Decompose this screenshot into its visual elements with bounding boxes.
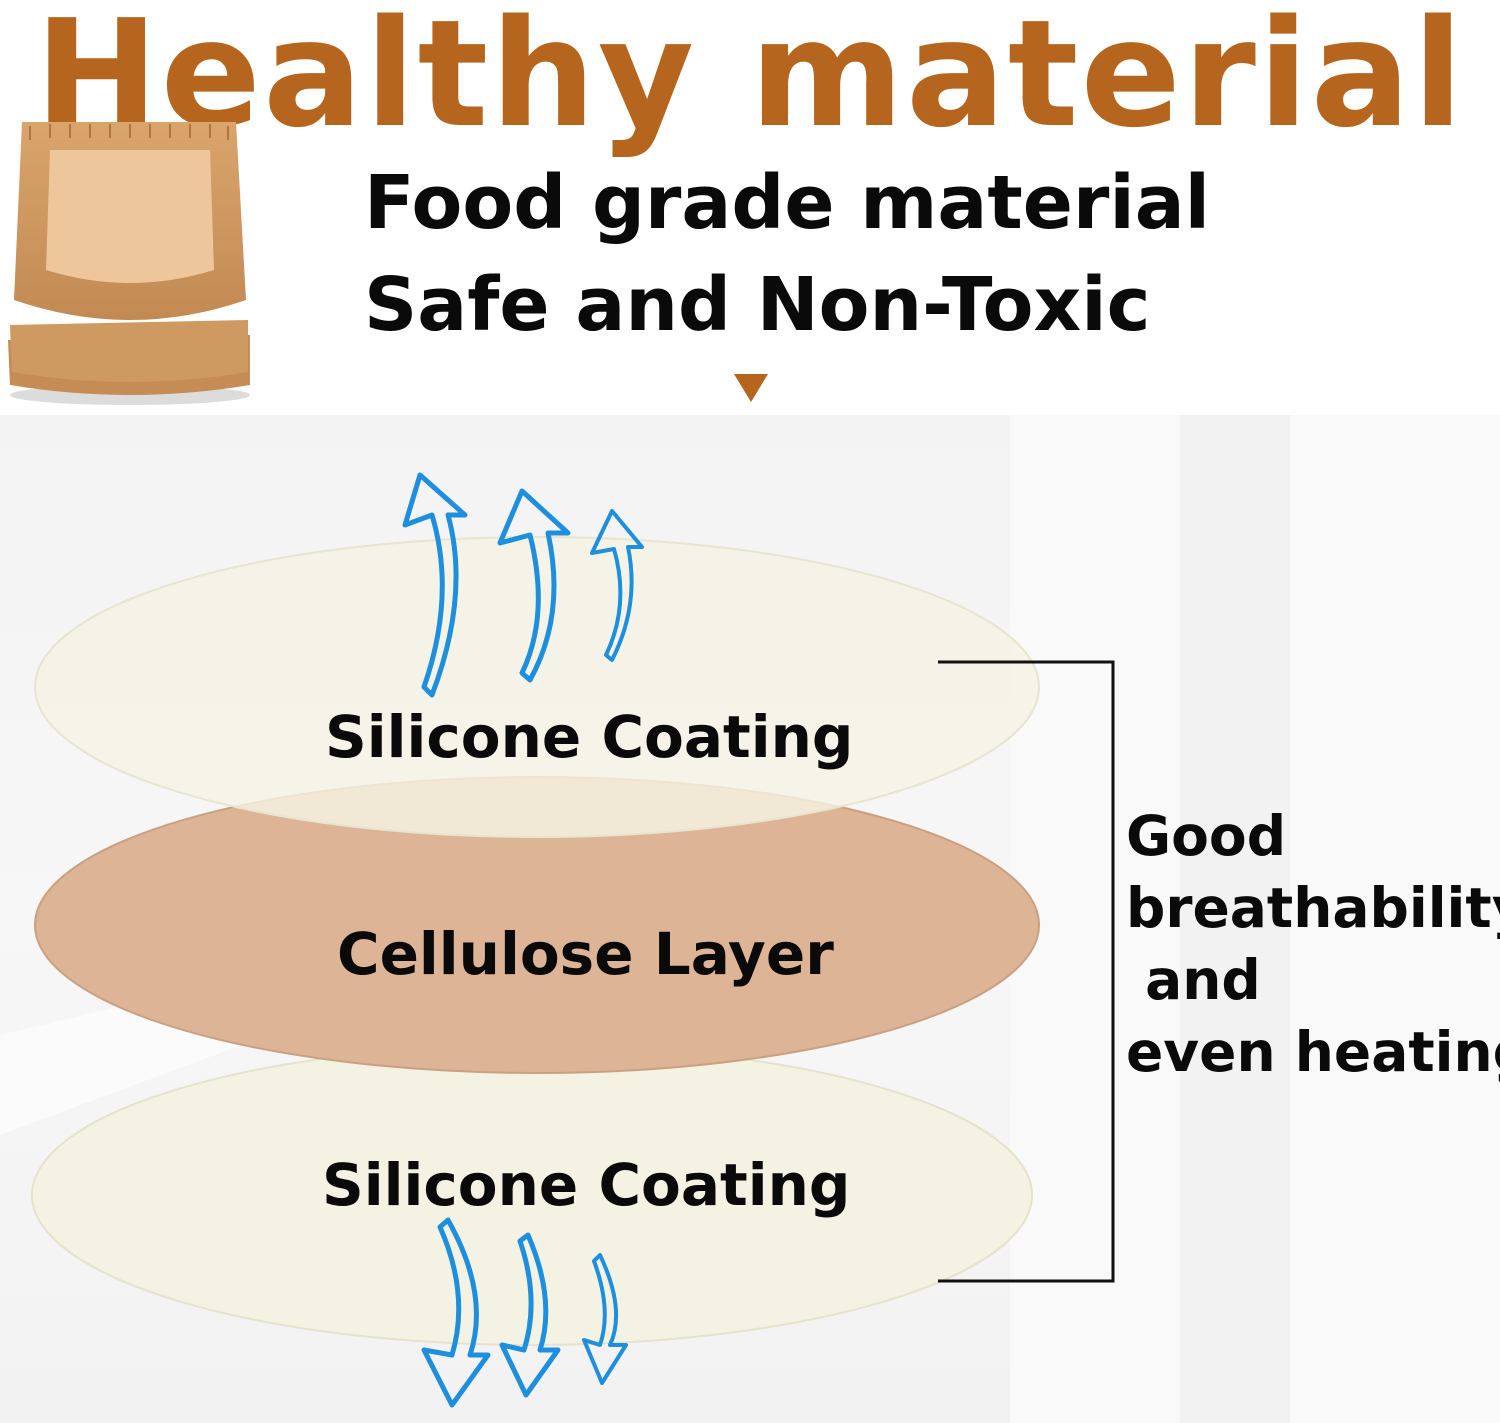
layer-label-middle: Cellulose Layer: [337, 920, 834, 988]
subtitle-food-grade: Food grade material: [364, 160, 1211, 246]
down-arrow-icon: [582, 1253, 628, 1385]
layer-label-bottom: Silicone Coating: [322, 1151, 851, 1219]
layer-label-top: Silicone Coating: [325, 703, 854, 771]
benefit-line: Good: [1126, 804, 1287, 868]
bracket-line: [938, 660, 1115, 1283]
headline-title: Healthy material: [34, 0, 1466, 160]
down-arrow-icon: [499, 1232, 561, 1398]
up-arrow-icon: [590, 509, 644, 662]
up-arrow-icon: [497, 488, 571, 683]
benefit-line: even heating: [1126, 1020, 1500, 1084]
air-fryer-liner-image: [8, 122, 250, 405]
up-arrow-icon: [402, 472, 468, 698]
layer-diagram: Silicone Coating Cellulose Layer Silicon…: [0, 415, 1500, 1423]
benefit-line: and: [1126, 948, 1261, 1012]
top-coating-disc: [34, 536, 1040, 838]
down-arrow-icon: [421, 1217, 491, 1408]
benefit-text: Good breathability and even heating: [1126, 800, 1500, 1088]
down-triangle-icon: [734, 374, 768, 402]
benefit-line: breathability: [1126, 876, 1500, 940]
subtitle-non-toxic: Safe and Non-Toxic: [364, 262, 1151, 348]
